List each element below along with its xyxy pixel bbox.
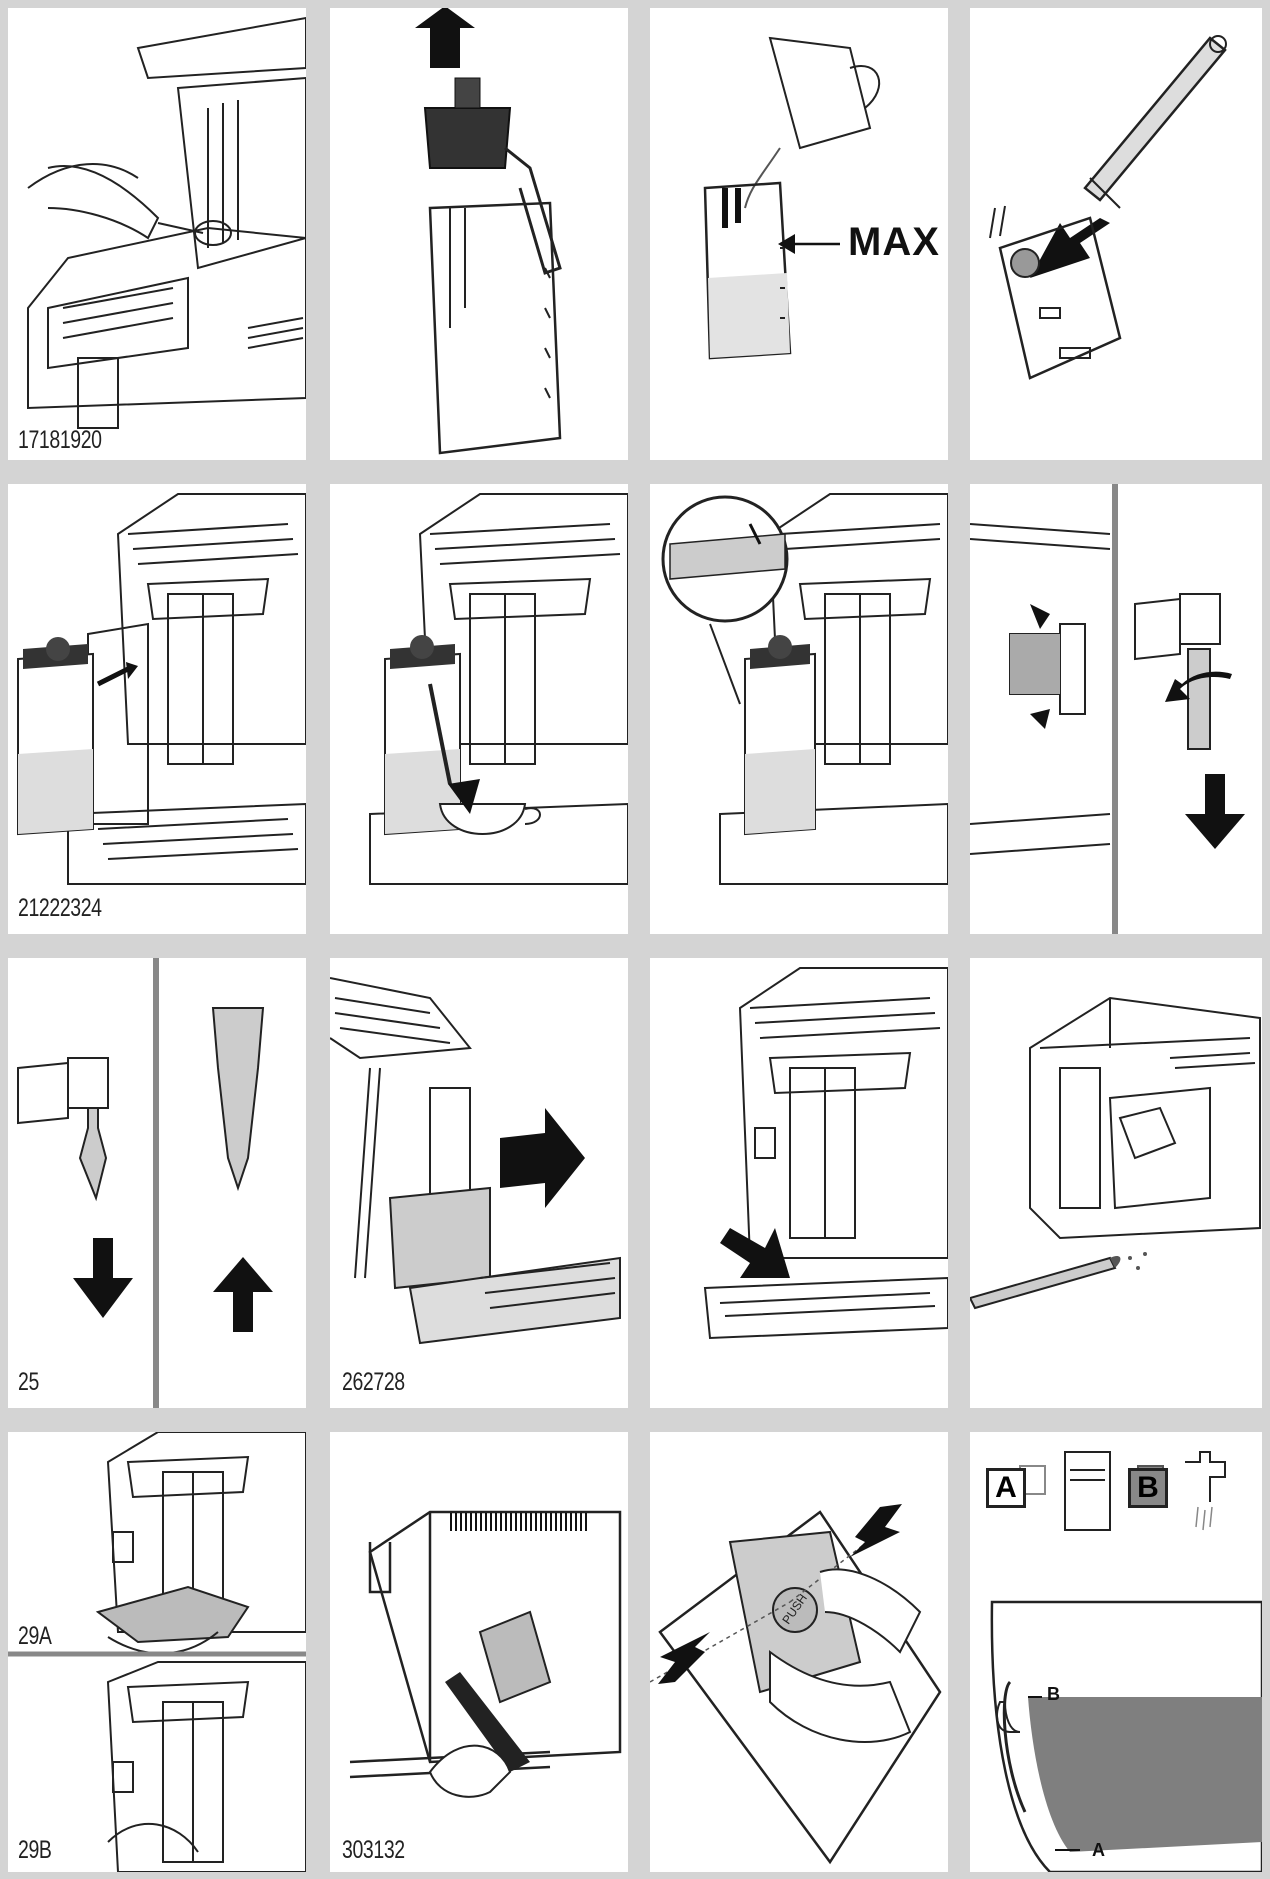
panel-r1c2 <box>330 8 628 460</box>
arrow-down-icon <box>1185 774 1245 849</box>
panel-r4c3: PUSH <box>650 1432 948 1872</box>
panel-r4c2: 303132 <box>330 1432 628 1872</box>
slide-out-drip-tray <box>703 967 948 1340</box>
panel-r2c4 <box>970 484 1262 934</box>
max-label: MAX <box>848 220 940 264</box>
panel-r1c4 <box>970 8 1262 460</box>
arrow-left-icon <box>778 234 795 254</box>
panel-r3c2: 262728 <box>330 958 628 1408</box>
level-b-label: B <box>1047 1684 1060 1704</box>
milk-container-lid-removal <box>415 8 562 455</box>
arrow-icon <box>1030 218 1110 278</box>
arrow-icon <box>850 1504 902 1557</box>
panel-r4c1: 29A 29B <box>8 1432 306 1872</box>
arrow-right-icon <box>500 1108 585 1208</box>
figure-number: 303132 <box>342 1836 405 1864</box>
remove-water-filter <box>349 1510 622 1798</box>
arrow-down-icon <box>73 1238 133 1318</box>
remove-drip-tray <box>330 977 621 1345</box>
froth-regulator-setting <box>661 493 948 885</box>
arrow-up-icon <box>415 8 475 68</box>
panel-r1c1: 17181920 <box>8 8 306 460</box>
insert-tube-into-lid <box>989 35 1227 380</box>
figure-number: 29B <box>18 1836 52 1864</box>
coffee-machine-powder-illustration <box>27 16 306 429</box>
box-letter-b: B <box>1128 1468 1168 1508</box>
figure-number: 17181920 <box>18 426 102 454</box>
figure-number: 21222324 <box>18 894 102 922</box>
panel-r3c3 <box>650 958 948 1408</box>
arrow-up-icon <box>213 1257 273 1332</box>
clean-interior-with-brush <box>970 996 1261 1310</box>
arrow-down-icon <box>448 779 480 814</box>
level-a-label: A <box>1092 1840 1105 1860</box>
faucet-icon <box>1185 1451 1226 1502</box>
panel-r4c4: A B B A <box>970 1432 1262 1872</box>
figure-number: 25 <box>18 1368 39 1396</box>
arrow-icon <box>720 1228 790 1278</box>
separate-nozzle-parts <box>17 958 273 1408</box>
figure-number: 262728 <box>342 1368 405 1396</box>
arrow-icon <box>658 1632 710 1684</box>
panel-r2c2 <box>330 484 628 934</box>
figure-number: 29A <box>18 1622 52 1650</box>
dispense-milk-into-cup <box>369 493 628 885</box>
panel-r3c4 <box>970 958 1262 1408</box>
remove-froth-nozzle <box>970 484 1245 934</box>
panel-r2c3 <box>650 484 948 934</box>
panel-r2c1: 21222324 <box>8 484 306 934</box>
rotate-arrow-icon <box>1165 671 1232 702</box>
panel-r1c3: MAX <box>650 8 948 460</box>
box-letter-a: A <box>986 1468 1026 1508</box>
push-filter-release <box>650 1504 942 1865</box>
fill-milk-container-max <box>703 36 881 360</box>
attach-milk-container <box>17 493 306 885</box>
wipe-nozzle-connection <box>8 1432 306 1872</box>
panel-r3c1: 25 <box>8 958 306 1408</box>
